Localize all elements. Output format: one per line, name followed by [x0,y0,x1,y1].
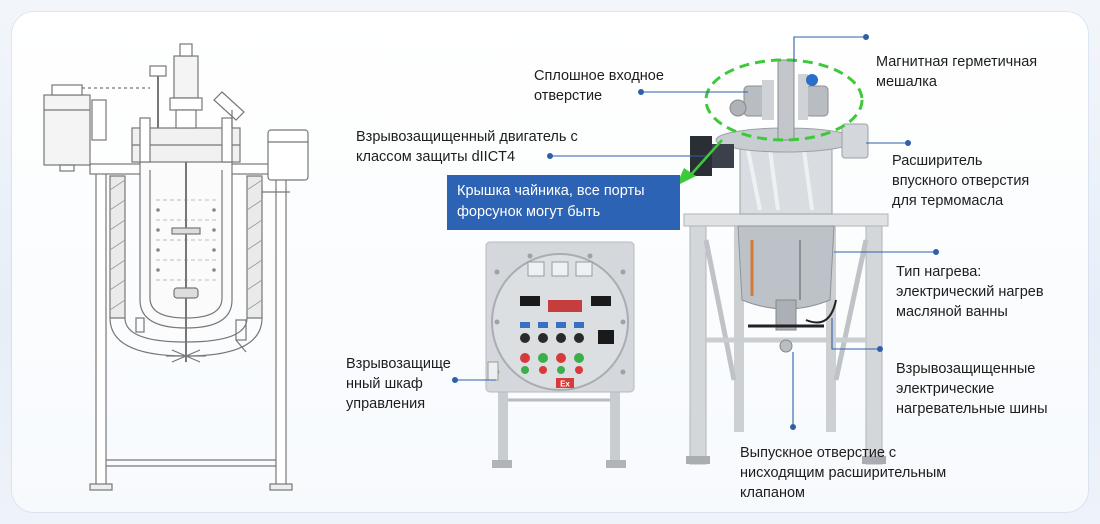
label-heating: Тип нагрева: электрический нагрев маслян… [896,262,1044,322]
label-cabinet-line-3: управления [346,396,426,412]
callout-lines [452,34,939,430]
label-motor-line-1: Взрывозащищенный двигатель с [356,129,578,145]
label-stirrer-line-2: мешалка [876,74,937,90]
label-expander-line-2: впускного отверстия [892,173,1030,189]
label-stirrer-line-1: Магнитная герметичная [876,54,1038,70]
label-motor-line-2: классом защиты dIICT4 [356,149,516,165]
label-expander-line-1: Расширитель [892,153,983,169]
label-heating-line-1: Тип нагрева: [896,264,982,280]
banner-line-2: форсунок могут быть [457,204,601,220]
label-outlet-line-1: Выпускное отверстие с [740,445,897,461]
banner-line-1: Крышка чайника, все порты [457,183,645,199]
label-inlet-line-1: Сплошное входное [534,68,664,84]
label-heating-line-2: электрический нагрев [896,284,1044,300]
label-motor: Взрывозащищенный двигатель с классом защ… [356,127,578,167]
label-bars: Взрывозащищенные электрические нагревате… [896,359,1048,419]
label-inlet-line-2: отверстие [534,88,603,104]
label-outlet-line-2: нисходящим расширительным [740,465,947,481]
label-expander: Расширитель впускного отверстия для терм… [892,151,1029,211]
label-cabinet-line-2: нный шкаф [346,376,423,392]
label-heating-line-3: масляной ванны [896,304,1008,320]
label-cabinet: Взрывозащище нный шкаф управления [346,354,451,414]
label-expander-line-3: для термомасла [892,193,1004,209]
label-outlet: Выпускное отверстие с нисходящим расшири… [740,443,946,503]
lid-info-banner: Крышка чайника, все порты форсунок могут… [447,175,680,230]
ex-mark: Ex [560,380,570,389]
control-cabinet-photo: Ex [485,241,635,468]
label-bars-line-3: нагревательные шины [896,401,1048,417]
label-bars-line-2: электрические [896,381,995,397]
label-bars-line-1: Взрывозащищенные [896,361,1036,377]
lid-highlight [704,58,864,142]
arrow-icon [676,139,723,186]
label-stirrer: Магнитная герметичная мешалка [876,52,1037,92]
reactor-photo [683,58,889,465]
label-inlet: Сплошное входное отверстие [534,66,664,106]
label-outlet-line-3: клапаном [740,485,805,501]
reactor-drawing [43,43,309,491]
label-cabinet-line-1: Взрывозащище [346,356,451,372]
